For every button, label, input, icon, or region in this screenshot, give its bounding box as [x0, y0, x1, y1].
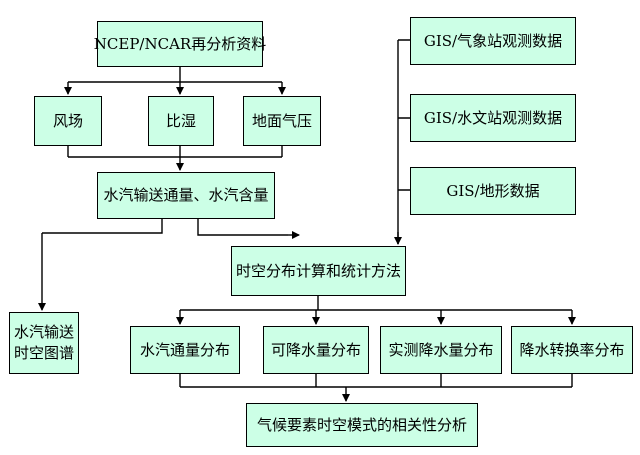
node-gis-terrain: GIS/地形数据: [410, 167, 576, 215]
node-gis-weather: GIS/气象站观测数据: [410, 17, 576, 65]
node-correlation: 气候要素时空模式的相关性分析: [246, 403, 478, 447]
node-pressure: 地面气压: [243, 96, 321, 146]
node-precip-dist: 实测降水量分布: [380, 326, 502, 374]
connector-merge-to-vapor: [67, 146, 283, 158]
connector-merge-to-correlation: [179, 374, 573, 388]
node-wind: 风场: [34, 96, 102, 146]
connector-reanalysis-split: [68, 67, 282, 83]
node-flux-dist: 水汽通量分布: [130, 326, 240, 374]
node-methods: 时空分布计算和统计方法: [231, 246, 406, 296]
node-humidity: 比湿: [148, 96, 214, 146]
node-precipitable-dist: 可降水量分布: [263, 326, 369, 374]
node-gis-hydro: GIS/水文站观测数据: [410, 94, 576, 142]
node-conversion-dist: 降水转换率分布: [511, 326, 633, 374]
node-vapor-flux: 水汽输送通量、水汽含量: [97, 172, 275, 219]
connector-methods-split: [180, 296, 572, 311]
connector-gis-trunk: [397, 39, 410, 244]
node-reanalysis: NCEP/NCAR再分析资料: [94, 21, 266, 67]
node-spectrum: 水汽输送时空图谱: [9, 312, 79, 374]
connector-vapor-split: [42, 219, 288, 236]
